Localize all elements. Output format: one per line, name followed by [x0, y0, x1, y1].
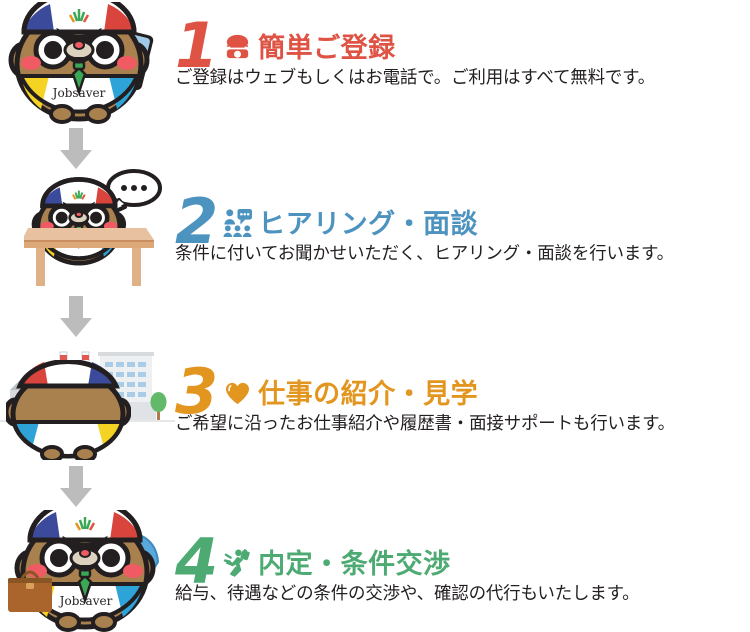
step-4-headrow: 4 内定・条件交渉 — [175, 530, 750, 593]
step-1-illustration: Jobsaver — [0, 0, 175, 125]
arrow-step3-to-step4 — [56, 466, 96, 508]
arrow-step1-to-step2 — [56, 128, 96, 170]
running-businessman-icon — [222, 547, 253, 578]
step-1: Jobsaver — [0, 0, 750, 125]
desk-illustration — [24, 228, 154, 286]
step-1-description: ご登録はウェブもしくはお電話で。ご利用はすべて無料です。 — [175, 67, 656, 87]
tree-icon — [150, 392, 167, 422]
cap-logo-icon — [74, 517, 96, 531]
step-3: 3 仕事の紹介・見学 ご希望に沿ったお仕事紹介や履歴書・面接サポートも行います。 — [0, 338, 750, 460]
meeting-people-icon — [222, 207, 253, 238]
step-3-headrow: 3 仕事の紹介・見学 — [175, 360, 750, 423]
step-4-description: 給与、待遇などの条件の交渉や、確認の代行もいたします。 — [175, 583, 640, 603]
step-1-heading: 簡単ご登録 — [222, 31, 396, 62]
step-4-heading: 内定・条件交渉 — [222, 547, 451, 578]
step-2-heading: ヒアリング・面談 — [222, 207, 478, 238]
step-1-heading-text: 簡単ご登録 — [258, 33, 396, 63]
step-4-text: 4 内定・条件交渉 給与、待遇など — [175, 508, 750, 605]
step-4-heading-text: 内定・条件交渉 — [258, 549, 451, 579]
step-1-number: 1 — [175, 9, 218, 83]
step-3-description: ご希望に沿ったお仕事紹介や履歴書・面接サポートも行います。 — [175, 413, 675, 433]
step-2-illustration — [0, 168, 175, 288]
step-2-heading-text: ヒアリング・面談 — [258, 209, 479, 239]
cap-logo-icon — [72, 190, 86, 200]
step-1-headrow: 1 簡単ご登録 — [175, 14, 750, 77]
mascot-back-view — [6, 360, 131, 460]
briefcase-icon — [8, 570, 52, 612]
step-2-text: 2 — [175, 168, 750, 265]
mascot-with-smartphone: Jobsaver — [8, 2, 154, 124]
step-2-headrow: 2 — [175, 190, 750, 253]
mascot-at-desk-with-speech-bubble — [24, 169, 162, 286]
step-2: 2 — [0, 168, 750, 288]
cap-logo-icon — [68, 9, 90, 23]
step-3-heading-text: 仕事の紹介・見学 — [258, 379, 479, 409]
step-2-number: 2 — [175, 185, 218, 259]
step-3-number: 3 — [175, 355, 218, 429]
step-4: Jobsaver — [0, 508, 750, 632]
arrow-step2-to-step3 — [56, 296, 96, 338]
heart-icon — [222, 377, 253, 408]
mascot-with-briefcase-and-flag: Jobsaver — [8, 510, 160, 632]
step-4-number: 4 — [175, 525, 218, 599]
step-3-text: 3 仕事の紹介・見学 ご希望に沿ったお仕事紹介や履歴書・面接サポートも行います。 — [175, 338, 750, 435]
step-2-description: 条件に付いてお聞かせいただく、ヒアリング・面談を行います。 — [175, 243, 674, 263]
step-4-illustration: Jobsaver — [0, 508, 175, 632]
step-1-text: 1 簡単ご登録 ご登録はウェブもしくはお電話で。ご利用はすべて無料です。 — [175, 0, 750, 89]
step-3-heading: 仕事の紹介・見学 — [222, 377, 478, 408]
step-3-illustration — [0, 338, 175, 460]
telephone-icon — [222, 31, 253, 62]
